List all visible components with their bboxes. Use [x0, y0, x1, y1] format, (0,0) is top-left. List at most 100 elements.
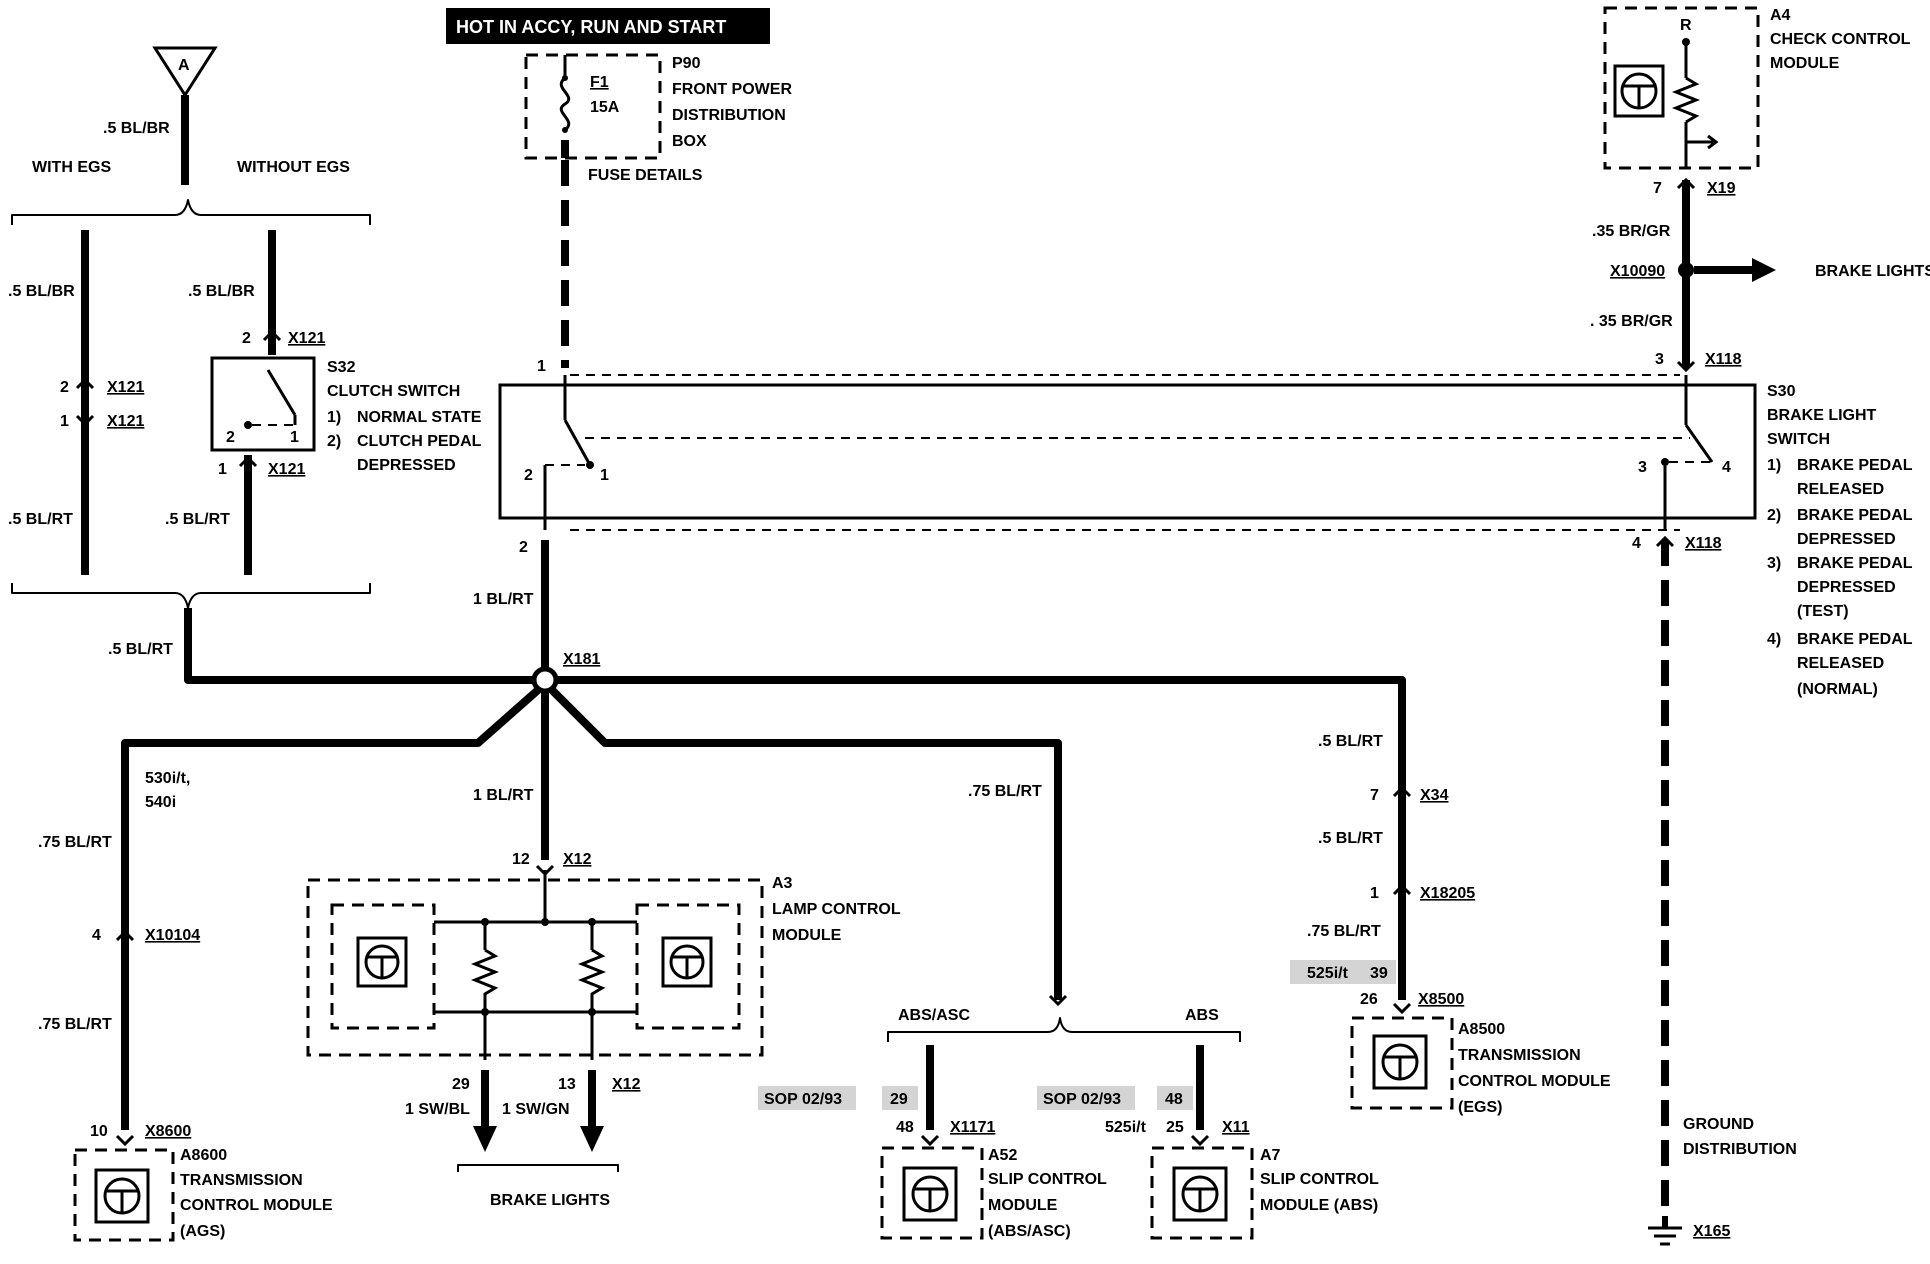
sop1-label: SOP 02/93: [764, 1091, 842, 1108]
left-pin-top: 2: [60, 379, 69, 396]
brake-switch-name-1: BRAKE LIGHT: [1767, 407, 1877, 424]
ags-wire-1: .75 BL/RT: [38, 834, 112, 851]
brake-lights-brace: [457, 1164, 619, 1172]
brake-switch-right-contact: [1684, 424, 1714, 463]
ags-conn-2: X8600: [145, 1123, 191, 1140]
brake-switch-contact-left-2: 2: [524, 467, 533, 484]
abs-branch-wire: [549, 687, 1062, 1000]
left-conn-bottom: X121: [107, 413, 144, 430]
lamp-module-id: A3: [772, 875, 793, 892]
clutch-state2-num: 2): [327, 433, 341, 450]
left-wire-top-label: .5 BL/BR: [8, 283, 75, 300]
lamp-out-conn: X12: [612, 1076, 641, 1093]
lamp-resistor-right: [577, 948, 607, 1012]
power-header-background: [446, 8, 770, 44]
state-3-line-2: DEPRESSED: [1797, 579, 1896, 596]
egs-pin-1: 7: [1370, 787, 1379, 804]
mark-left-x121-top: [75, 377, 95, 390]
fuse-box-outline: [524, 53, 662, 160]
check-control-module-outline: [1603, 6, 1760, 170]
top-brace: [11, 199, 371, 225]
brake-switch-states: 1) BRAKE PEDAL RELEASED 2) BRAKE PEDAL D…: [1767, 457, 1913, 698]
ags-variant-1: 530i/t,: [145, 770, 190, 787]
top-wire-label: .5 BL/BR: [103, 120, 170, 137]
egs-conn-2: X18205: [1420, 885, 1475, 902]
a52-id: A52: [988, 1147, 1017, 1164]
a7-name-1: SLIP CONTROL: [1260, 1171, 1379, 1188]
lamp-output-left-arrow: [473, 1126, 497, 1152]
egs-name-2: CONTROL MODULE: [1458, 1073, 1611, 1090]
state-2-line-1: BRAKE PEDAL: [1797, 507, 1913, 524]
fuse-box-name-2: DISTRIBUTION: [672, 107, 786, 124]
lamp-module-right-inner: [635, 903, 741, 1030]
fuse-terminal-bottom: [562, 127, 568, 133]
left-wire-bottom-label: .5 BL/RT: [8, 511, 73, 528]
clutch-state2-a: CLUTCH PEDAL: [357, 433, 482, 450]
lamp-right-steering-spokes: [673, 955, 701, 978]
check-control-name-2: MODULE: [1770, 55, 1840, 72]
lamp-node-2: [541, 918, 549, 926]
egs-name-1: TRANSMISSION: [1458, 1047, 1581, 1064]
lamp-left-icon-box: [356, 936, 408, 988]
clutch-switch-contact: [266, 369, 297, 416]
state-2-num: 2): [1767, 507, 1781, 524]
a7-steering-spokes: [1185, 1187, 1215, 1211]
brake-switch-pin-left-top: 1: [537, 358, 546, 375]
splice-x181: [531, 666, 559, 694]
sop2-shade: [1037, 1086, 1135, 1110]
a7-pin: 25: [1166, 1119, 1184, 1136]
abs-label: ABS: [1185, 1007, 1219, 1024]
brake-switch-right-node: [1661, 458, 1669, 466]
lamp-node-3: [588, 918, 596, 926]
brake-switch-left-contact: [563, 419, 592, 466]
mark-left-x121-bottom: [75, 414, 95, 427]
lamp-out-pin-2: 13: [558, 1076, 576, 1093]
lamp-conn: X12: [563, 851, 592, 868]
fuse-box-id: P90: [672, 55, 701, 72]
steering-wheel-spokes: [1624, 84, 1654, 108]
fuse-symbol: [559, 76, 571, 132]
ags-wire-2: .75 BL/RT: [38, 1016, 112, 1033]
clutch-merged-wire-label: .5 BL/RT: [108, 641, 173, 658]
ags-module-icon-box: [94, 1168, 150, 1224]
lamp-right-icon-box: [661, 936, 713, 988]
resistor-label: R: [1680, 17, 1692, 34]
egs-wire-1: .5 BL/RT: [1318, 733, 1383, 750]
ags-pin: 4: [92, 927, 101, 944]
mark-x34: [1392, 785, 1412, 798]
a52-name-2: MODULE: [988, 1197, 1058, 1214]
resistor-top-node: [1682, 38, 1690, 46]
lamp-module-name-2: MODULE: [772, 927, 842, 944]
state-3-num: 3): [1767, 555, 1781, 572]
egs-steering-spokes: [1385, 1055, 1415, 1079]
a52-icon-box: [902, 1166, 958, 1222]
brake-switch-pin-right-top: 3: [1655, 351, 1664, 368]
splice-x10090: [1678, 262, 1694, 278]
mark-x19: [1676, 177, 1696, 190]
ags-pin-2: 10: [90, 1123, 108, 1140]
ags-module-name-2: CONTROL MODULE: [180, 1197, 333, 1214]
lamp-module-left-inner: [330, 903, 436, 1030]
egs-id: A8500: [1458, 1021, 1505, 1038]
lamp-output-right-arrow: [580, 1126, 604, 1152]
right-wire-top-label: .5 BL/BR: [188, 283, 255, 300]
state-1-line-2: RELEASED: [1797, 481, 1884, 498]
left-pin-bottom: 1: [60, 413, 69, 430]
check-control-module-icon-box: [1613, 64, 1665, 118]
sop2-pin-shade: [1157, 1086, 1193, 1110]
check-control-id: A4: [1770, 7, 1791, 24]
a52-conn: X1171: [950, 1119, 995, 1136]
egs-pin-2: 1: [1370, 885, 1379, 902]
state-4-line-2: RELEASED: [1797, 655, 1884, 672]
sop1-pin: 29: [890, 1091, 908, 1108]
sop1-shade: [758, 1086, 856, 1110]
mark-x12-top: [535, 864, 555, 877]
right-pin-bottom: 1: [218, 461, 227, 478]
sop1-pin-shade: [882, 1086, 918, 1110]
brake-lights-right-label: BRAKE LIGHTS: [1815, 263, 1930, 280]
connector-a-label: A: [178, 57, 190, 74]
egs-name-3: (EGS): [1458, 1099, 1502, 1116]
lamp-node-1: [481, 918, 489, 926]
abs-asc-label: ABS/ASC: [898, 1007, 970, 1024]
